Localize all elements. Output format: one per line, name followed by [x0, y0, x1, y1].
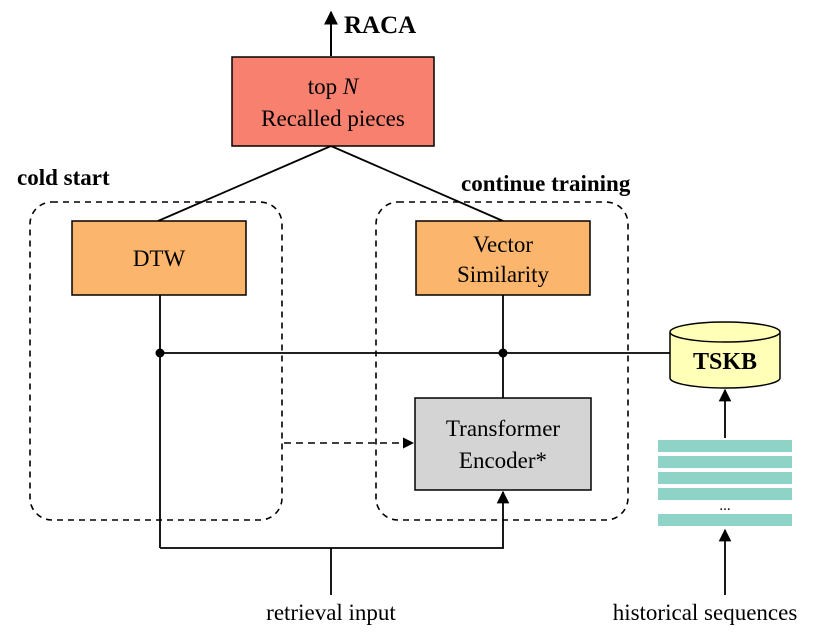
- transformer-encoder-line2: Encoder*: [459, 448, 547, 473]
- connector-top-to-dtw: [157, 145, 332, 222]
- transformer-encoder-line1: Transformer: [446, 416, 560, 441]
- cold-start-group: [29, 201, 283, 521]
- retrieval-input-bus: [160, 490, 510, 549]
- vector-similarity-line2: Similarity: [457, 262, 550, 287]
- cold-start-title: cold start: [17, 165, 110, 190]
- recalled-pieces-line2: Recalled pieces: [261, 106, 405, 131]
- continue-training-title: continue training: [461, 171, 631, 196]
- vector-similarity-line1: Vector: [473, 232, 533, 257]
- tskb-label: TSKB: [693, 349, 757, 375]
- recalled-pieces-box: [231, 56, 435, 147]
- recalled-pieces-line1: top N: [308, 74, 360, 99]
- connector-top-to-vector: [330, 145, 504, 222]
- tskb-database-icon: [669, 321, 781, 389]
- historical-sequences-label: historical sequences: [613, 600, 798, 625]
- retrieval-input-label: retrieval input: [266, 600, 396, 625]
- history-stack: [658, 440, 792, 526]
- vector-similarity-box: [415, 220, 591, 296]
- junction-dot-left: [155, 348, 165, 358]
- dtw-box: [71, 220, 247, 296]
- dtw-label: DTW: [133, 246, 186, 271]
- output-label: RACA: [344, 12, 416, 39]
- continue-training-group: [375, 201, 629, 521]
- transformer-encoder-box: [414, 397, 592, 491]
- junction-dot-right: [498, 348, 508, 358]
- history-stack-ellipsis: ...: [719, 498, 730, 514]
